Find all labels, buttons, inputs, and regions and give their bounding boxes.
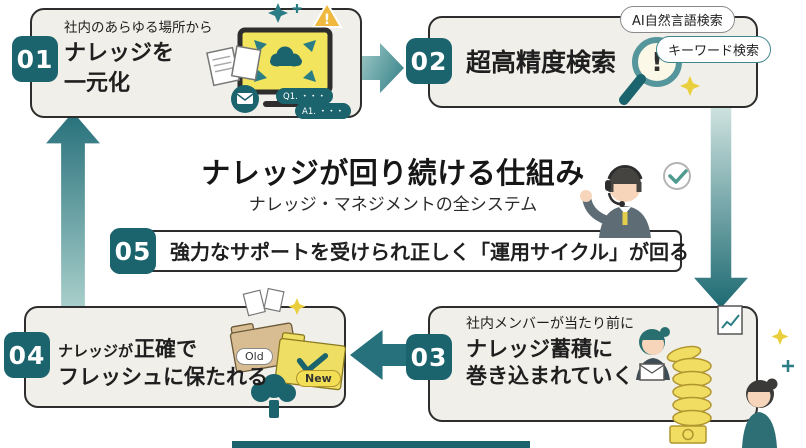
support-person-illustration	[580, 162, 691, 238]
step03-line1: ナレッジ蓄積に	[466, 337, 613, 361]
answer-bubble: A1. ・・・	[295, 103, 352, 119]
step03-number: 03	[406, 334, 452, 380]
arrow-step4-to-step1	[46, 112, 100, 308]
tag-ai-search: AI自然言語検索	[620, 6, 735, 33]
step05-box	[110, 230, 682, 272]
question-bubble: Q1. ・・・	[276, 88, 334, 104]
step01-line2: 一元化	[64, 71, 131, 96]
svg-text:!: !	[324, 12, 330, 28]
step04-line1: ナレッジが 正確で	[58, 336, 197, 362]
step03-lead-text: 社内メンバーが当たり前に	[466, 316, 634, 332]
cloud-icon	[270, 46, 302, 67]
footer-bar	[232, 441, 530, 448]
papers-icon	[242, 287, 285, 317]
tree-icon	[251, 374, 296, 418]
plus-sparkle-icon	[292, 4, 302, 13]
step01-number: 01	[12, 36, 58, 82]
member-icon	[742, 378, 778, 448]
step02-label: 超高精度検索	[466, 48, 617, 77]
tag-new: New	[296, 370, 341, 387]
step04-line2: フレッシュに保たれる	[58, 365, 268, 389]
mail-icon	[231, 85, 259, 113]
sparkle-icon	[680, 76, 700, 96]
sparkle-icon	[288, 298, 306, 315]
step01-lead-text: 社内のあらゆる場所から	[64, 20, 213, 36]
step04-line1-normal: ナレッジが	[58, 342, 134, 360]
step05-label: 強力なサポートを受けられ正しく「運用サイクル」が回る	[170, 240, 689, 264]
step02-number: 02	[406, 38, 452, 84]
sparkle-icon	[268, 3, 288, 23]
step04-number: 04	[4, 332, 50, 378]
knowledge-accumulation-illustration	[636, 305, 794, 448]
tag-old: Old	[236, 348, 273, 365]
step03-line2: 巻き込まれていく	[466, 364, 634, 388]
plus-sparkle-icon	[782, 360, 794, 372]
step04-line1-bold: 正確で	[134, 337, 198, 361]
step05-number: 05	[110, 228, 156, 274]
diagram-title: ナレッジが回り続ける仕組み	[201, 156, 585, 190]
coins-icon	[666, 345, 712, 427]
warning-icon: !	[311, 1, 343, 28]
tag-keyword-search: キーワード検索	[656, 36, 772, 63]
diagram-subtitle: ナレッジ・マネジメントの全システム	[248, 195, 538, 215]
headset-icon	[605, 165, 643, 207]
chart-doc-icon	[717, 305, 743, 335]
step01-line1: ナレッジを	[64, 41, 175, 66]
banknote-icon	[669, 425, 707, 444]
svg-text:!: !	[651, 48, 663, 78]
member-with-mail-icon	[636, 327, 670, 381]
arrow-step2-to-step3	[694, 106, 748, 308]
sparkle-icon	[771, 328, 789, 345]
documents-icon	[206, 45, 262, 87]
check-bubble-icon	[663, 162, 691, 190]
